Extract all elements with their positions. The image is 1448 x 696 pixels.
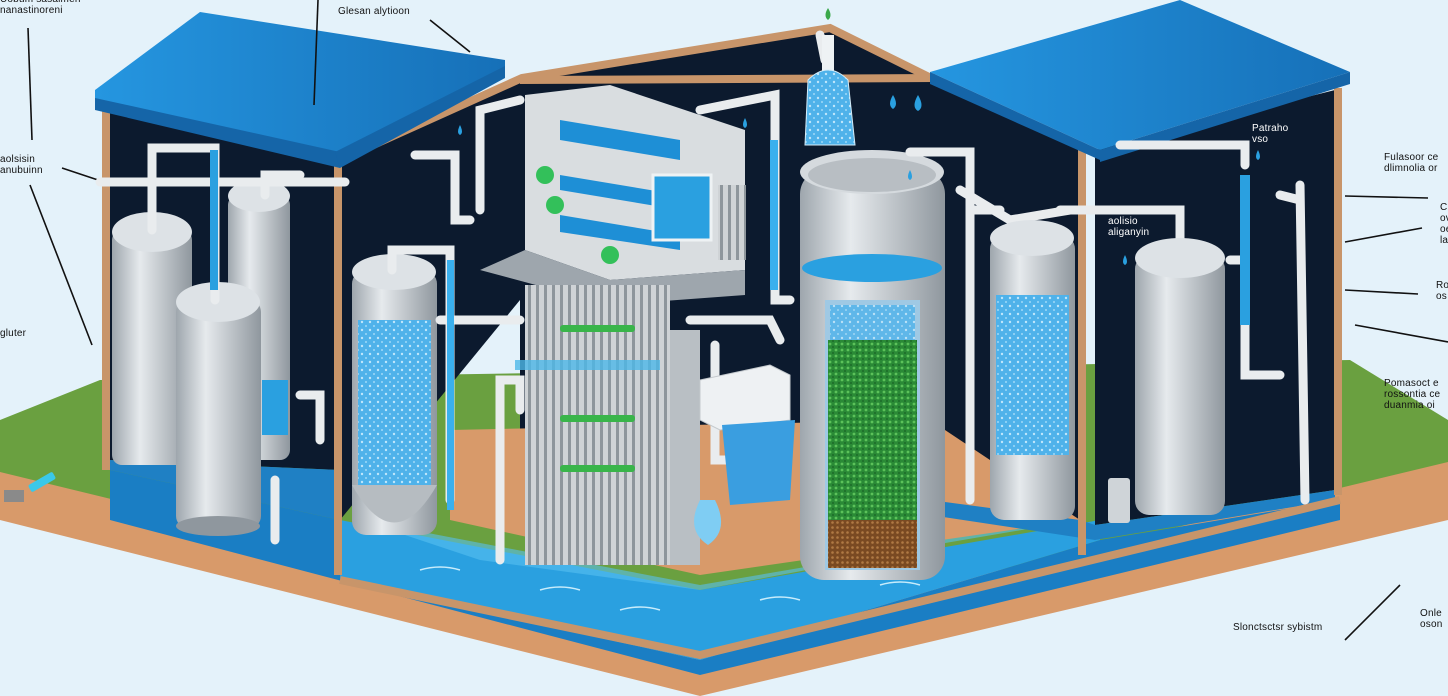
green-media-column <box>800 150 945 580</box>
blue-media-tank-right <box>990 220 1075 520</box>
label-left-mid: aolsisin anubuinn <box>0 154 43 176</box>
roof-right <box>930 0 1350 162</box>
label-top-center: Glesan alytioon <box>338 6 410 17</box>
blue-bin <box>722 420 795 505</box>
blue-pipe-right-mid <box>770 140 778 290</box>
water-droplets <box>458 95 1260 265</box>
label-right-2: C ov oe la <box>1440 202 1448 246</box>
top-aeration-unit <box>480 85 746 305</box>
blue-pipe-left <box>210 150 218 290</box>
label-right-inner-1: Patraho vso <box>1252 123 1289 145</box>
ground-sign <box>28 472 56 492</box>
blue-box-left <box>262 380 288 435</box>
floor-ripples <box>419 566 921 611</box>
label-right-1: Fulasoor ce dlimnolia or <box>1384 152 1439 174</box>
leader-lines <box>27 0 1448 641</box>
blue-pipe-right <box>1240 175 1250 325</box>
label-right-4: Pomasoct e rossontia ce duanmia oi <box>1384 378 1441 411</box>
small-canister <box>1108 478 1130 523</box>
label-left-low: gluter <box>0 328 27 339</box>
water-sack <box>694 500 722 545</box>
label-top-left: Uobum sasaimen nanastinoreni <box>0 0 80 16</box>
wall-frames <box>102 23 1342 660</box>
top-bottle-filter <box>804 8 856 146</box>
roof-left <box>95 12 505 168</box>
blue-media-tank <box>352 254 437 535</box>
label-bottom-right-2: Onle oson <box>1420 608 1443 630</box>
label-bottom-right-1: Slonctsctsr sybistm <box>1233 622 1323 633</box>
ac-unit <box>699 364 791 431</box>
blue-pipe-mid <box>447 260 454 510</box>
pressure-tank-right <box>1135 238 1225 515</box>
ground-marker <box>4 490 24 502</box>
label-right-3: Ro os <box>1436 280 1448 302</box>
label-right-inner-2: aolisio aliganyin <box>1108 216 1150 238</box>
right-room-pipes <box>905 140 1310 505</box>
pressure-tank-left-3 <box>176 282 261 536</box>
